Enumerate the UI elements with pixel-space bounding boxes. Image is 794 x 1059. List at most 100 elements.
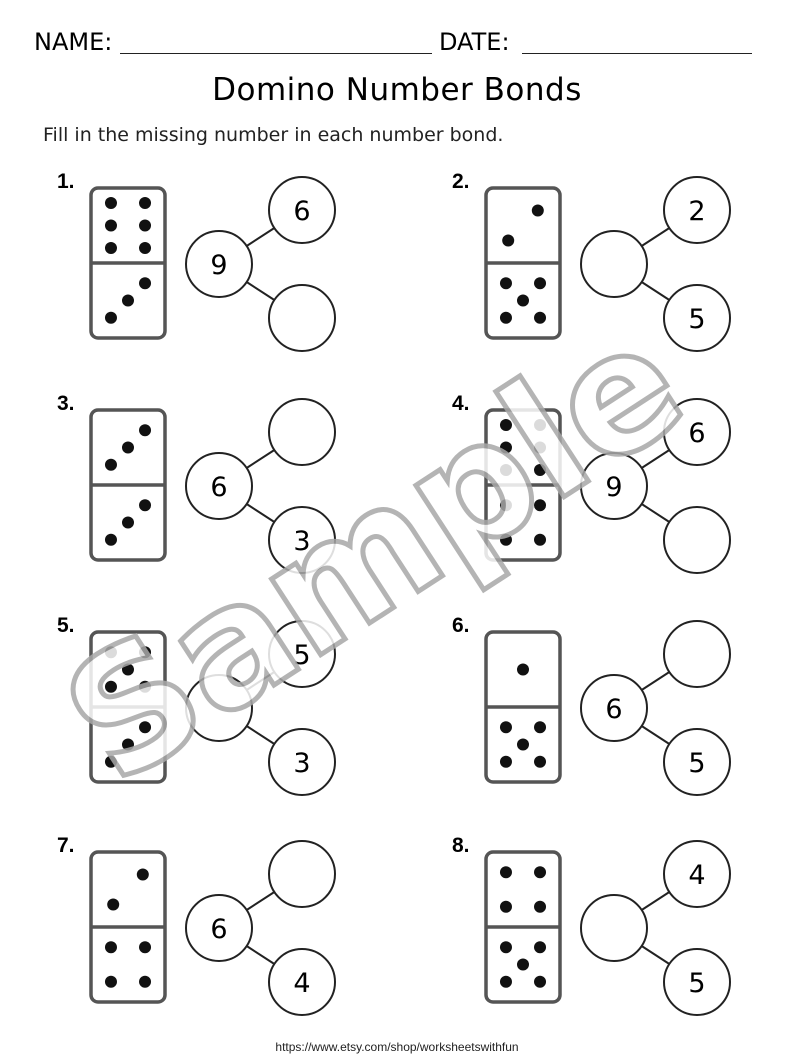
bond-part-bottom-circle xyxy=(268,948,336,1016)
bond-whole-circle xyxy=(185,452,253,520)
domino-pip xyxy=(534,755,547,768)
domino-pip xyxy=(104,646,117,659)
bond-connector xyxy=(641,281,670,301)
domino-pip xyxy=(104,197,117,209)
name-line xyxy=(120,53,432,54)
number-bond-problem: 6.65 xyxy=(452,614,731,796)
domino-pip xyxy=(139,499,152,512)
problem-number: 8. xyxy=(452,834,470,857)
domino-pip xyxy=(502,234,515,247)
bond-part-top-circle xyxy=(268,398,336,466)
bond-part-top-circle xyxy=(268,840,336,908)
domino-pip xyxy=(104,941,117,954)
domino-pip xyxy=(139,975,152,988)
domino-pip xyxy=(534,975,547,988)
bond-number: 5 xyxy=(688,304,705,335)
domino-pip xyxy=(139,646,152,659)
bond-part-bottom-circle xyxy=(268,506,336,574)
bond-number: 5 xyxy=(688,968,705,999)
bond-number: 6 xyxy=(210,472,227,503)
domino-pip xyxy=(122,516,134,529)
bond-connector xyxy=(246,725,275,745)
bond-part-bottom-circle xyxy=(663,284,731,352)
number-bond-problem: 3.63 xyxy=(57,392,336,574)
number-bond-problem: 7.64 xyxy=(57,834,336,1016)
domino-pip xyxy=(107,898,120,911)
bond-number: 9 xyxy=(605,472,622,503)
date-line xyxy=(522,53,752,54)
domino-pip xyxy=(499,866,512,879)
domino-pip xyxy=(534,419,547,431)
domino-pip xyxy=(517,663,529,676)
bond-number: 6 xyxy=(210,914,227,945)
domino-pip xyxy=(104,975,117,988)
bond-number: 6 xyxy=(688,418,705,449)
domino-pip xyxy=(534,533,547,546)
domino-pip xyxy=(499,499,512,512)
domino-pip xyxy=(122,663,134,676)
number-bond-problem: 4.96 xyxy=(452,392,731,574)
domino-pip xyxy=(499,900,512,913)
domino-pip xyxy=(499,464,512,476)
domino-pip xyxy=(517,294,529,307)
bond-whole-circle xyxy=(580,452,648,520)
domino-pip xyxy=(499,975,512,988)
domino-pip xyxy=(104,458,117,471)
domino-pip xyxy=(499,311,512,324)
bond-number: 3 xyxy=(293,748,310,779)
problem-number: 4. xyxy=(452,392,470,415)
number-bond-problem: 8.45 xyxy=(452,834,731,1016)
page-title: Domino Number Bonds xyxy=(212,72,582,108)
domino-pip xyxy=(139,197,152,209)
bond-number: 3 xyxy=(293,526,310,557)
bond-whole-circle xyxy=(185,230,253,298)
domino-pip xyxy=(517,738,529,751)
domino-pip xyxy=(104,533,117,546)
domino-pip xyxy=(534,311,547,324)
domino-pip xyxy=(139,721,152,734)
date-label: DATE: xyxy=(439,28,510,56)
domino-pip xyxy=(534,866,547,879)
bond-connector xyxy=(246,281,275,301)
domino-pip xyxy=(534,499,547,512)
name-label: NAME: xyxy=(34,28,113,56)
problem-number: 6. xyxy=(452,614,470,637)
bond-part-bottom-circle xyxy=(268,728,336,796)
domino-pip xyxy=(499,277,512,290)
domino-pip xyxy=(104,242,117,254)
number-bond-problem: 1.96 xyxy=(57,170,336,352)
domino-pip xyxy=(122,294,134,307)
domino-pip xyxy=(104,755,117,768)
bond-part-top-circle xyxy=(268,620,336,688)
bond-part-bottom-circle xyxy=(663,728,731,796)
bond-connector xyxy=(641,725,670,745)
number-bond-problem: 5.53 xyxy=(57,614,336,796)
domino-pip xyxy=(104,311,117,324)
problem-number: 3. xyxy=(57,392,75,415)
problem-number: 2. xyxy=(452,170,470,193)
bond-number: 6 xyxy=(605,694,622,725)
number-bond-problem: 2.25 xyxy=(452,170,731,352)
bond-number: 4 xyxy=(688,860,705,891)
domino-pip xyxy=(122,738,134,751)
domino-pip xyxy=(499,419,512,431)
bond-part-top-circle xyxy=(663,840,731,908)
bond-connector xyxy=(641,503,670,523)
domino-pip xyxy=(499,755,512,768)
bond-number: 4 xyxy=(293,968,310,999)
bond-number: 9 xyxy=(210,250,227,281)
domino-pip xyxy=(534,277,547,290)
domino-pip xyxy=(534,721,547,734)
bond-part-bottom-circle xyxy=(663,506,731,574)
bond-number: 5 xyxy=(293,640,310,671)
bond-whole-circle xyxy=(580,230,648,298)
bond-part-top-circle xyxy=(663,398,731,466)
problem-number: 5. xyxy=(57,614,75,637)
domino-pip xyxy=(534,464,547,476)
problem-number: 1. xyxy=(57,170,75,193)
bond-connector xyxy=(641,671,670,691)
domino-pip xyxy=(139,219,152,232)
domino-pip xyxy=(534,441,547,454)
bond-whole-circle xyxy=(185,894,253,962)
domino-pip xyxy=(122,441,134,454)
